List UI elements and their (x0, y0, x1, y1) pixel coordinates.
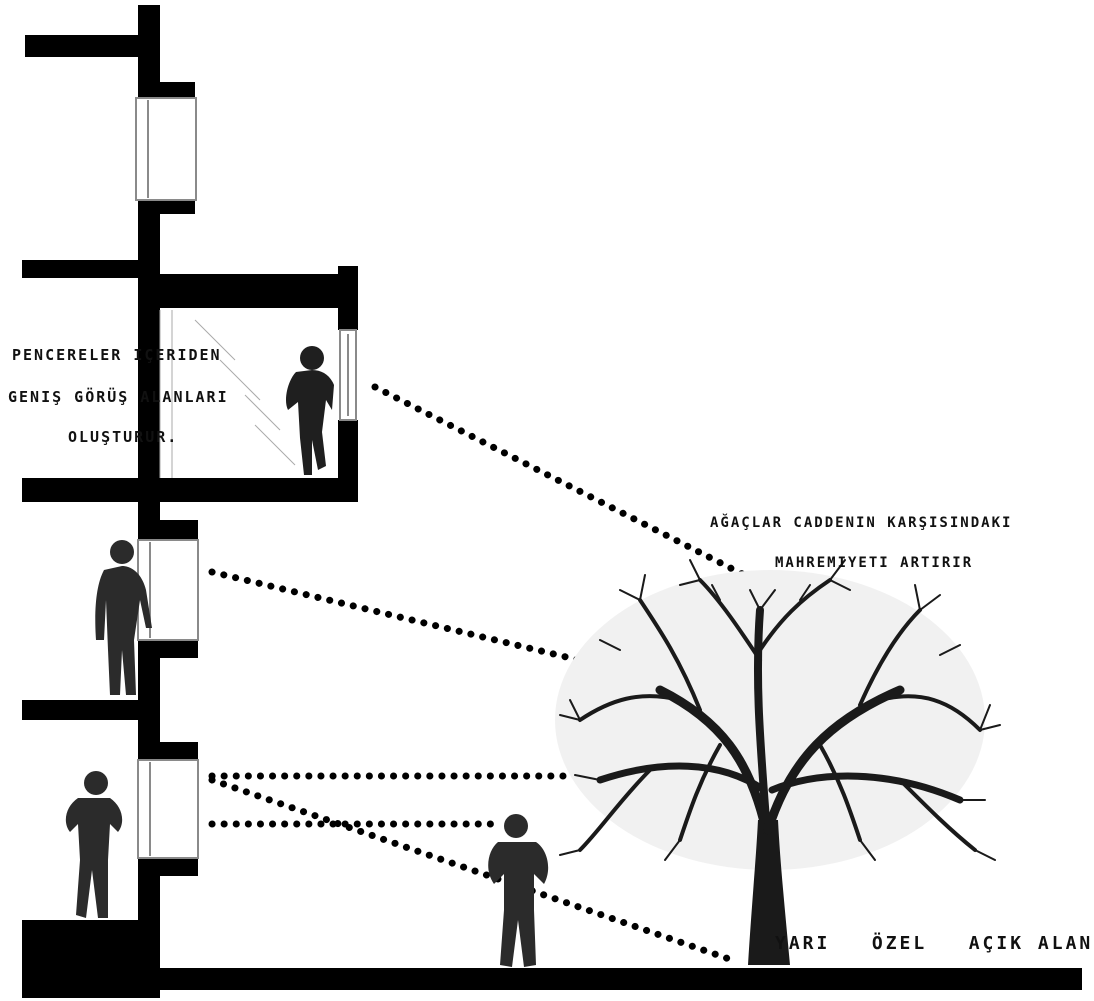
projecting-room-wall (338, 266, 358, 330)
window-lintel-middle (138, 520, 198, 540)
window-lower (137, 759, 199, 859)
person-upper-walking (285, 346, 334, 475)
basement-block (22, 920, 160, 998)
sight-lines (208, 383, 762, 964)
projecting-room-roof (138, 274, 358, 308)
window-note-line-2: GENIŞ GÖRÜŞ ALANLARI (8, 388, 229, 406)
window-note-line-1: PENCERELER IÇERIDEN (12, 346, 222, 364)
window-lintel-lower (138, 742, 198, 760)
floor-slab-top (25, 35, 160, 57)
tree-note-line-1: AĞAÇLAR CADDENIN KARŞISINDAKI (710, 515, 1013, 531)
person-middle-standing (95, 540, 152, 695)
window-upper (135, 97, 197, 201)
window-note-line-3: OLUŞTURUR. (68, 428, 179, 446)
building-section (22, 5, 1082, 998)
ground-line (160, 968, 1082, 990)
sight-line-lower-3 (208, 776, 736, 964)
tree-note-line-2: MAHREMIYETI ARTIRIR (775, 555, 974, 571)
floor-slab-third (22, 700, 160, 720)
window-lintel-upper (150, 82, 195, 98)
sight-line-middle (208, 568, 616, 672)
window-sill-upper (150, 200, 195, 214)
window-sill-lower (138, 858, 198, 876)
sight-line-upper (371, 383, 762, 586)
ground-label: YARI ÖZEL AÇIK ALAN (775, 933, 1094, 954)
window-sill-middle (138, 640, 198, 658)
glass-hatch (159, 310, 296, 478)
projecting-room-floor (22, 478, 358, 502)
person-lower-hands-on-hips (65, 771, 123, 918)
person-street-standing (488, 814, 549, 967)
tree-silhouette (555, 559, 1001, 965)
floor-slab-second (22, 260, 160, 278)
